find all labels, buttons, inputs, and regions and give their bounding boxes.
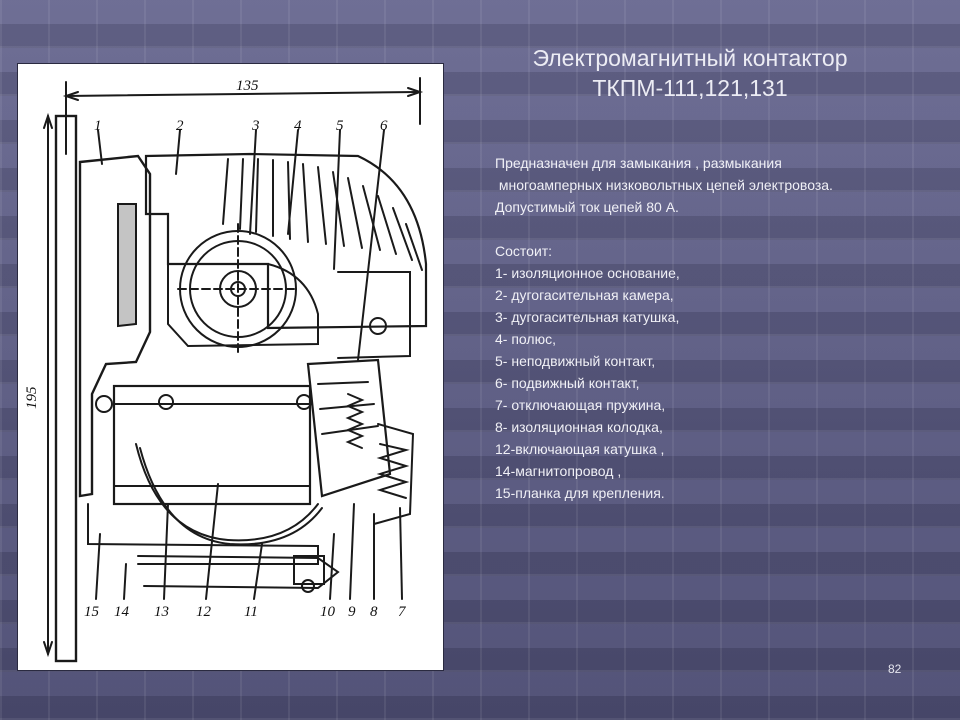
page-number: 82 — [888, 662, 902, 676]
part-item-1: 1- изоляционное основание, — [495, 265, 680, 281]
consists-heading: Состоит: — [495, 243, 553, 259]
label-15: 15 — [84, 604, 100, 620]
part-item-12: 12-включающая катушка , — [495, 441, 665, 457]
spacer — [495, 218, 935, 240]
part-item-3: 3- дугогасительная катушка, — [495, 309, 680, 325]
label-9: 9 — [348, 604, 356, 620]
purpose-line2: многоамперных низковольтных цепей электр… — [495, 177, 833, 193]
label-12: 12 — [196, 604, 212, 620]
part-item-4: 4- полюс, — [495, 331, 556, 347]
label-11: 11 — [244, 604, 258, 620]
part-item-5: 5- неподвижный контакт, — [495, 353, 656, 369]
part-item-6: 6- подвижный контакт, — [495, 375, 640, 391]
description-block: Предназначен для замыкания , размыкания … — [495, 152, 935, 504]
label-4: 4 — [294, 118, 302, 134]
part-item-14: 14-магнитопровод , — [495, 463, 622, 479]
part-item-15: 15-планка для крепления. — [495, 485, 665, 501]
contactor-drawing-svg: 135 195 1 2 3 4 5 6 15 14 13 12 11 10 9 … — [24, 77, 428, 663]
label-2: 2 — [176, 118, 184, 134]
contactor-drawing: 135 195 1 2 3 4 5 6 15 14 13 12 11 10 9 … — [18, 64, 443, 670]
purpose-line3: Допустимый ток цепей 80 А. — [495, 199, 679, 215]
part-item-7: 7- отключающая пружина, — [495, 397, 666, 413]
slide-title-line2: ТКПМ-111,121,131 — [592, 75, 788, 101]
label-5: 5 — [336, 118, 344, 134]
dimension-width-label: 135 — [236, 78, 259, 94]
label-3: 3 — [251, 118, 260, 134]
slide-title-line1: Электромагнитный контактор — [532, 45, 848, 71]
label-1: 1 — [94, 118, 102, 134]
label-10: 10 — [320, 604, 336, 620]
part-item-2: 2- дугогасительная камера, — [495, 287, 674, 303]
label-8: 8 — [370, 604, 378, 620]
label-14: 14 — [114, 604, 130, 620]
purpose-line1: Предназначен для замыкания , размыкания — [495, 155, 782, 171]
label-7: 7 — [398, 604, 407, 620]
label-6: 6 — [380, 118, 388, 134]
dimension-height-label: 195 — [24, 386, 40, 409]
part-item-8: 8- изоляционная колодка, — [495, 419, 663, 435]
label-13: 13 — [154, 604, 169, 620]
